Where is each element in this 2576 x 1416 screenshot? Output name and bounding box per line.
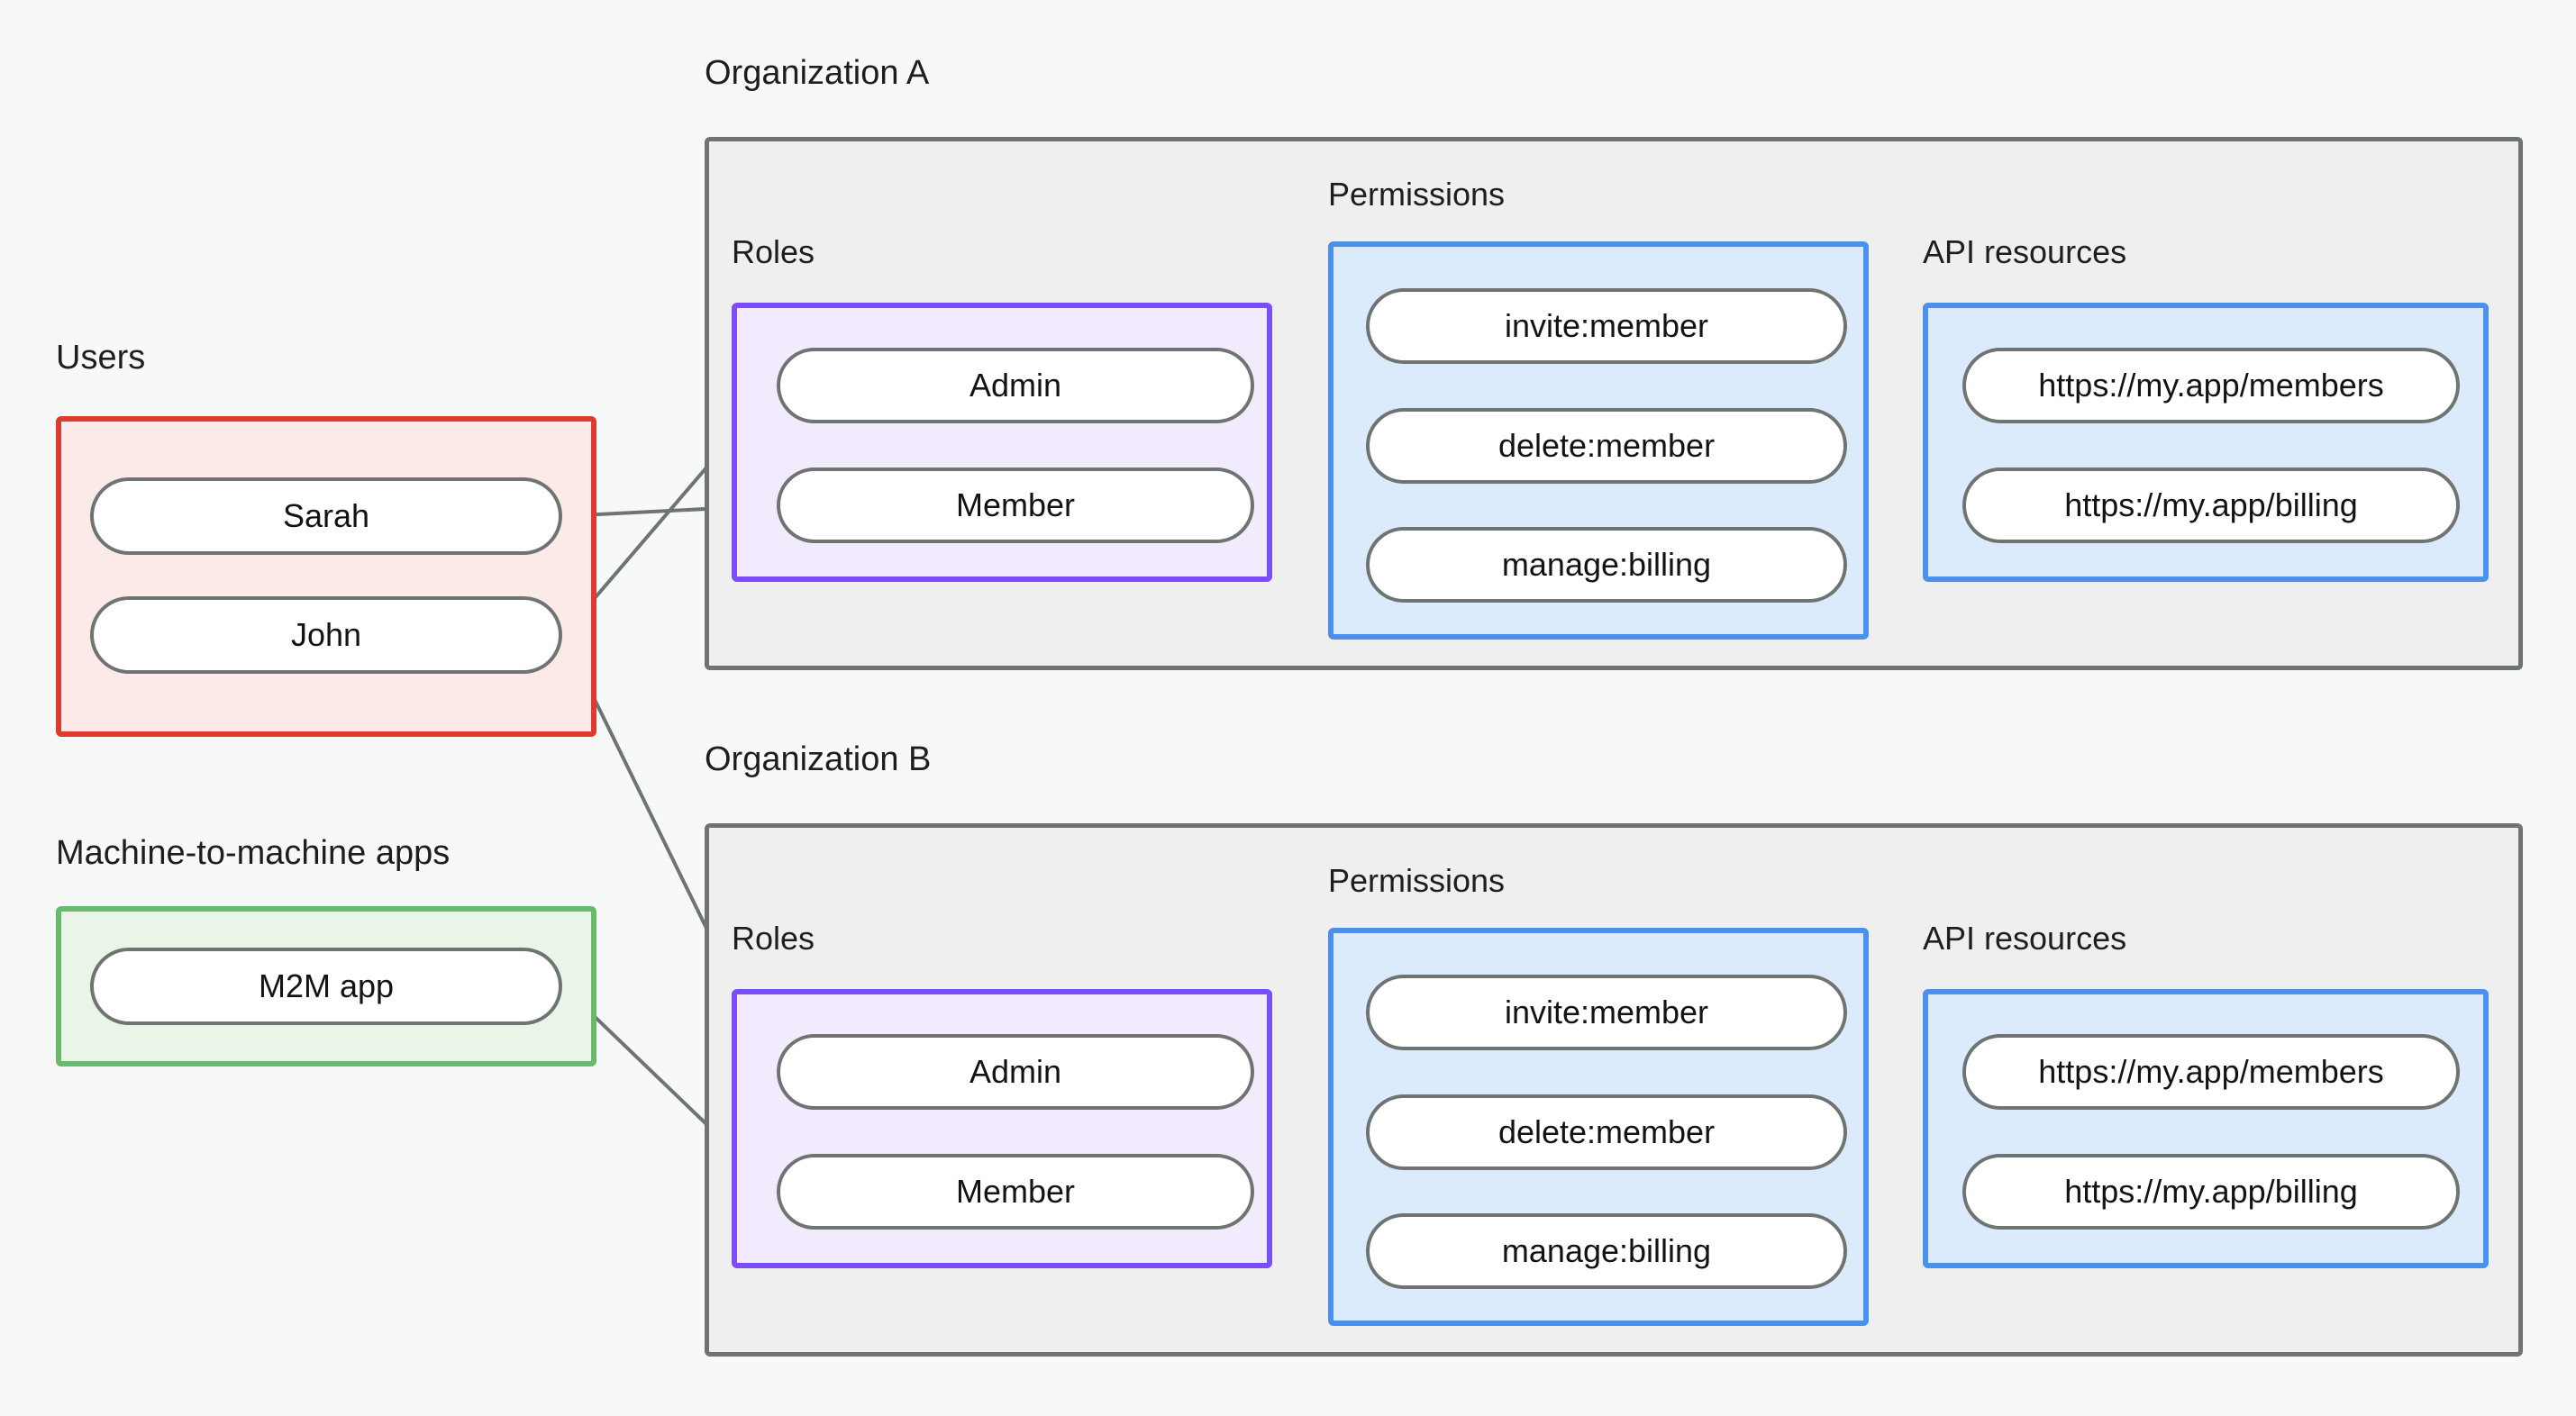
role-label: Admin (969, 1053, 1062, 1090)
org-a-permissions-label: Permissions (1328, 176, 1506, 213)
org-b-permission-pill-invite[interactable]: invite:member (1366, 975, 1847, 1050)
org-a-roles-label: Roles (732, 233, 815, 270)
org-a-permission-pill-invite[interactable]: invite:member (1366, 288, 1847, 364)
org-a-role-pill-admin[interactable]: Admin (777, 348, 1254, 423)
user-label: Sarah (282, 497, 370, 534)
org-b-permission-pill-billing[interactable]: manage:billing (1366, 1213, 1847, 1289)
org-b-api-pill-members[interactable]: https://my.app/members (1962, 1034, 2460, 1110)
org-a-title: Organization A (705, 54, 930, 92)
api-resource-label: https://my.app/members (2038, 1053, 2384, 1090)
permission-label: manage:billing (1501, 546, 1712, 583)
role-label: Member (955, 1173, 1076, 1210)
org-b-permission-pill-delete[interactable]: delete:member (1366, 1094, 1847, 1170)
users-group-label: Users (56, 339, 146, 377)
api-resource-label: https://my.app/billing (2064, 1173, 2358, 1210)
permission-label: delete:member (1497, 1113, 1716, 1150)
org-b-role-pill-admin[interactable]: Admin (777, 1034, 1254, 1110)
api-resource-label: https://my.app/members (2038, 367, 2384, 404)
permission-label: invite:member (1504, 994, 1709, 1030)
org-b-api-resources-label: API resources (1923, 920, 2127, 957)
role-label: Admin (969, 367, 1062, 404)
org-a-permission-pill-delete[interactable]: delete:member (1366, 408, 1847, 484)
org-a-role-pill-member[interactable]: Member (777, 467, 1254, 543)
org-b-role-pill-member[interactable]: Member (777, 1154, 1254, 1230)
user-pill-sarah[interactable]: Sarah (90, 477, 562, 555)
org-a-api-resources-label: API resources (1923, 233, 2127, 270)
m2m-pill-app[interactable]: M2M app (90, 948, 562, 1025)
permission-label: delete:member (1497, 427, 1716, 464)
user-pill-john[interactable]: John (90, 596, 562, 674)
org-a-api-pill-members[interactable]: https://my.app/members (1962, 348, 2460, 423)
m2m-label: M2M app (258, 967, 395, 1004)
org-b-api-pill-billing[interactable]: https://my.app/billing (1962, 1154, 2460, 1230)
permission-label: manage:billing (1501, 1232, 1712, 1269)
user-label: John (290, 616, 362, 653)
org-a-permission-pill-billing[interactable]: manage:billing (1366, 527, 1847, 603)
permission-label: invite:member (1504, 307, 1709, 344)
role-label: Member (955, 486, 1076, 523)
org-b-permissions-label: Permissions (1328, 862, 1506, 899)
m2m-group-label: Machine-to-machine apps (56, 834, 451, 872)
users-container (56, 416, 596, 737)
org-b-title: Organization B (705, 740, 932, 778)
org-b-roles-label: Roles (732, 920, 815, 957)
org-a-api-pill-billing[interactable]: https://my.app/billing (1962, 467, 2460, 543)
api-resource-label: https://my.app/billing (2064, 486, 2358, 523)
